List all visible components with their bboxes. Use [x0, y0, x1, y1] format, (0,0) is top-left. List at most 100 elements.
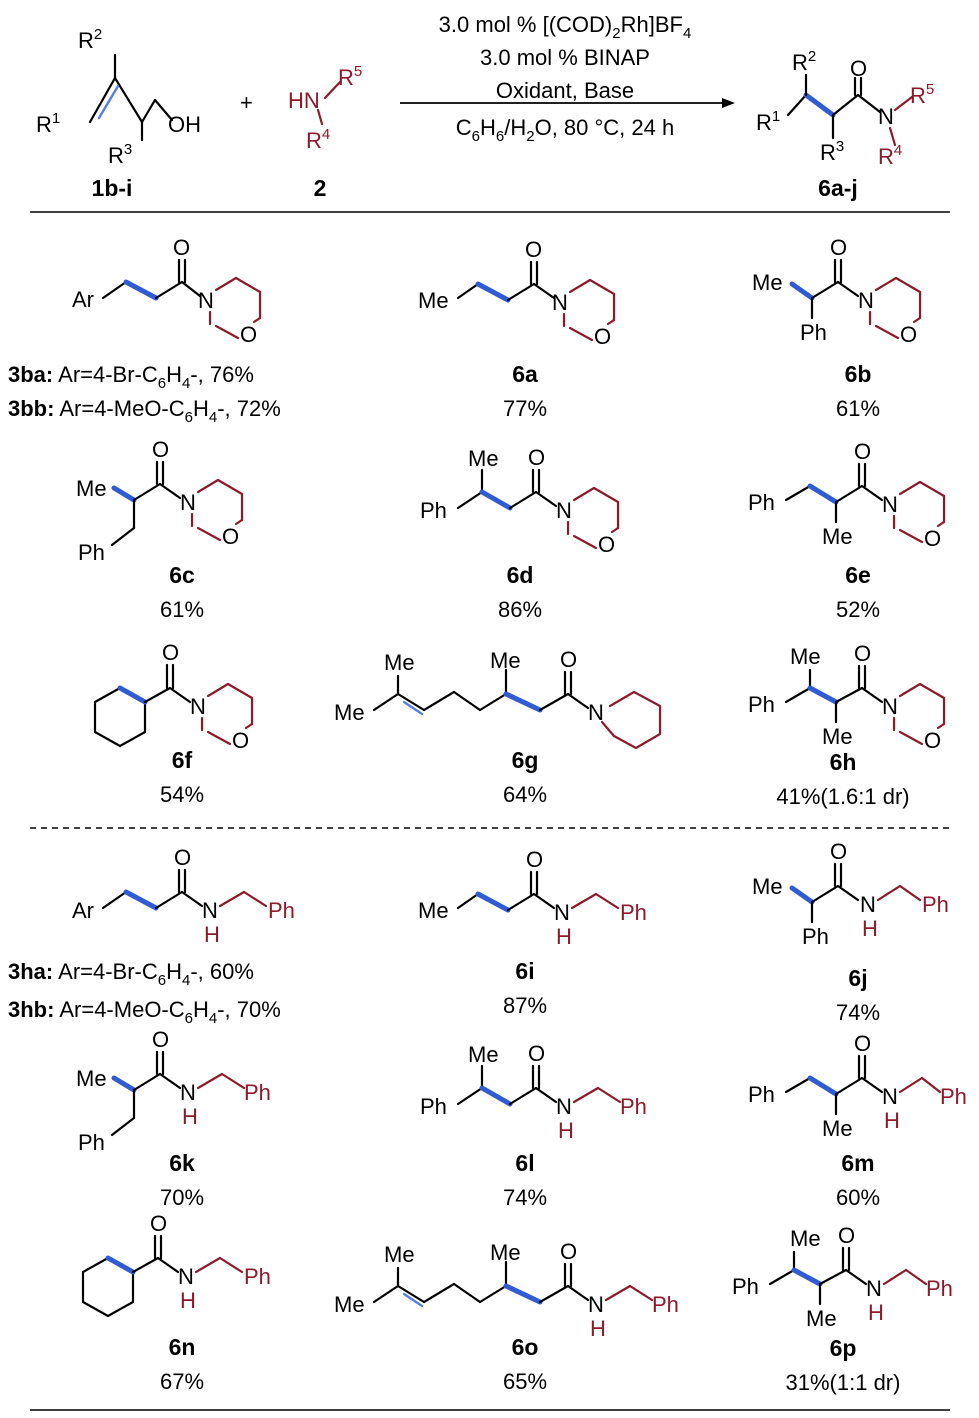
svg-text:Me: Me [752, 270, 783, 295]
svg-text:R2: R2 [792, 48, 816, 75]
svg-text:R3: R3 [820, 138, 844, 165]
svg-text:R4: R4 [306, 126, 330, 153]
reactant-amine: HN R5 R4 2 [288, 63, 362, 201]
svg-text:O: O [174, 845, 191, 870]
svg-text:Me: Me [76, 1066, 107, 1091]
svg-text:6e: 6e [845, 562, 871, 588]
svg-text:H: H [180, 1288, 196, 1313]
svg-text:R4: R4 [878, 142, 902, 169]
svg-text:H: H [204, 922, 220, 947]
svg-text:Me: Me [418, 898, 449, 923]
svg-text:6n: 6n [169, 1334, 196, 1360]
svg-text:87%: 87% [503, 993, 547, 1018]
product-general: R2 R1 R3 O N R5 R4 6a-j [756, 48, 934, 201]
compound-6a: Me O N O 6a 77% [418, 237, 616, 421]
svg-text:OH: OH [168, 112, 201, 137]
svg-text:6g: 6g [512, 747, 539, 773]
svg-text:Ph: Ph [652, 1292, 679, 1317]
svg-text:N: N [860, 892, 876, 917]
svg-text:N: N [554, 900, 570, 925]
svg-text:O: O [854, 1031, 871, 1056]
svg-text:O: O [526, 847, 543, 872]
svg-text:70%: 70% [160, 1185, 204, 1210]
svg-text:Ph: Ph [268, 898, 295, 923]
svg-text:O: O [924, 728, 941, 753]
svg-text:Me: Me [418, 288, 449, 313]
svg-text:6f: 6f [172, 747, 193, 773]
svg-text:O: O [598, 532, 615, 557]
svg-text:65%: 65% [503, 1369, 547, 1394]
svg-text:O: O [854, 641, 871, 666]
svg-text:O: O [528, 445, 545, 470]
compound-6o: Me Me Me O N H Ph 6o 65% [334, 1239, 679, 1394]
svg-text:Ph: Ph [802, 924, 829, 949]
svg-text:Me: Me [384, 1242, 415, 1267]
svg-text:6j: 6j [848, 965, 867, 991]
svg-text:Ph: Ph [748, 1082, 775, 1107]
svg-text:H: H [862, 916, 878, 941]
svg-text:6a: 6a [512, 361, 538, 387]
svg-text:H: H [558, 1118, 574, 1143]
svg-text:Ph: Ph [78, 540, 105, 565]
svg-text:Me: Me [822, 1116, 853, 1141]
svg-text:Ph: Ph [420, 1094, 447, 1119]
reaction-arrow: 3.0 mol % [(COD)2Rh]BF4 3.0 mol % BINAP … [400, 12, 735, 145]
svg-text:Me: Me [822, 724, 853, 749]
svg-text:Ph: Ph [732, 1274, 759, 1299]
svg-text:41%(1.6:1 dr): 41%(1.6:1 dr) [776, 784, 909, 809]
svg-text:O: O [173, 235, 190, 260]
svg-text:Ph: Ph [78, 1130, 105, 1155]
svg-text:Ar: Ar [72, 287, 94, 312]
svg-text:H: H [868, 1300, 884, 1325]
compound-6j: Me Ph O N H Ph 6j 74% [752, 839, 949, 1025]
compound-6n: O N H Ph 6n 67% [81, 1211, 271, 1394]
svg-text:N: N [588, 700, 604, 725]
svg-text:Ph: Ph [922, 892, 949, 917]
svg-text:O: O [152, 437, 169, 462]
svg-text:Ph: Ph [620, 1094, 647, 1119]
compound-6b: Me Ph O N O 6b 61% [752, 235, 922, 421]
svg-text:3ha: Ar=4-Br-C6H4-, 60%: 3ha: Ar=4-Br-C6H4-, 60% [8, 959, 254, 989]
svg-text:Me: Me [822, 524, 853, 549]
compound-6f: O N O 6f 54% [93, 640, 254, 807]
svg-text:O: O [830, 839, 847, 864]
svg-text:O: O [240, 322, 257, 347]
svg-text:O: O [162, 640, 179, 665]
svg-text:Me: Me [76, 476, 107, 501]
svg-text:N: N [882, 492, 898, 517]
svg-text:Ph: Ph [620, 900, 647, 925]
svg-text:3bb: Ar=4-MeO-C6H4-, 72%: 3bb: Ar=4-MeO-C6H4-, 72% [8, 396, 281, 426]
reactant-allylic-alcohol: R2 R1 R3 OH 1b-i [36, 26, 201, 201]
svg-text:N: N [190, 694, 206, 719]
svg-text:O: O [560, 647, 577, 672]
svg-text:N: N [882, 1084, 898, 1109]
svg-text:Me: Me [384, 650, 415, 675]
svg-text:Me: Me [334, 1292, 365, 1317]
svg-text:N: N [202, 898, 218, 923]
svg-text:Me: Me [490, 648, 521, 673]
compound-6l: Ph Me O N H Ph 6l 74% [420, 1041, 647, 1210]
svg-text:N: N [198, 288, 214, 313]
svg-text:R3: R3 [108, 141, 132, 168]
svg-text:Ph: Ph [420, 498, 447, 523]
svg-text:Ph: Ph [748, 490, 775, 515]
svg-text:Me: Me [468, 446, 499, 471]
svg-text:Ar: Ar [72, 898, 94, 923]
label-6a-j: 6a-j [818, 175, 858, 201]
svg-text:Me: Me [334, 700, 365, 725]
svg-text:O: O [150, 1211, 167, 1236]
svg-text:N: N [588, 1292, 604, 1317]
compound-6m: Ph Me O N H Ph 6m 60% [748, 1031, 967, 1210]
svg-text:Ph: Ph [748, 692, 775, 717]
svg-text:O: O [152, 1027, 169, 1052]
svg-text:O: O [528, 1041, 545, 1066]
svg-text:O: O [830, 235, 847, 260]
svg-text:6m: 6m [841, 1150, 874, 1176]
svg-text:H: H [884, 1108, 900, 1133]
svg-text:77%: 77% [503, 396, 547, 421]
condition-oxidant: Oxidant, Base [496, 78, 634, 103]
compound-6d: Ph Me O N O 6d 86% [420, 445, 620, 622]
svg-text:74%: 74% [503, 1185, 547, 1210]
svg-text:Me: Me [806, 1306, 837, 1331]
svg-text:61%: 61% [160, 597, 204, 622]
